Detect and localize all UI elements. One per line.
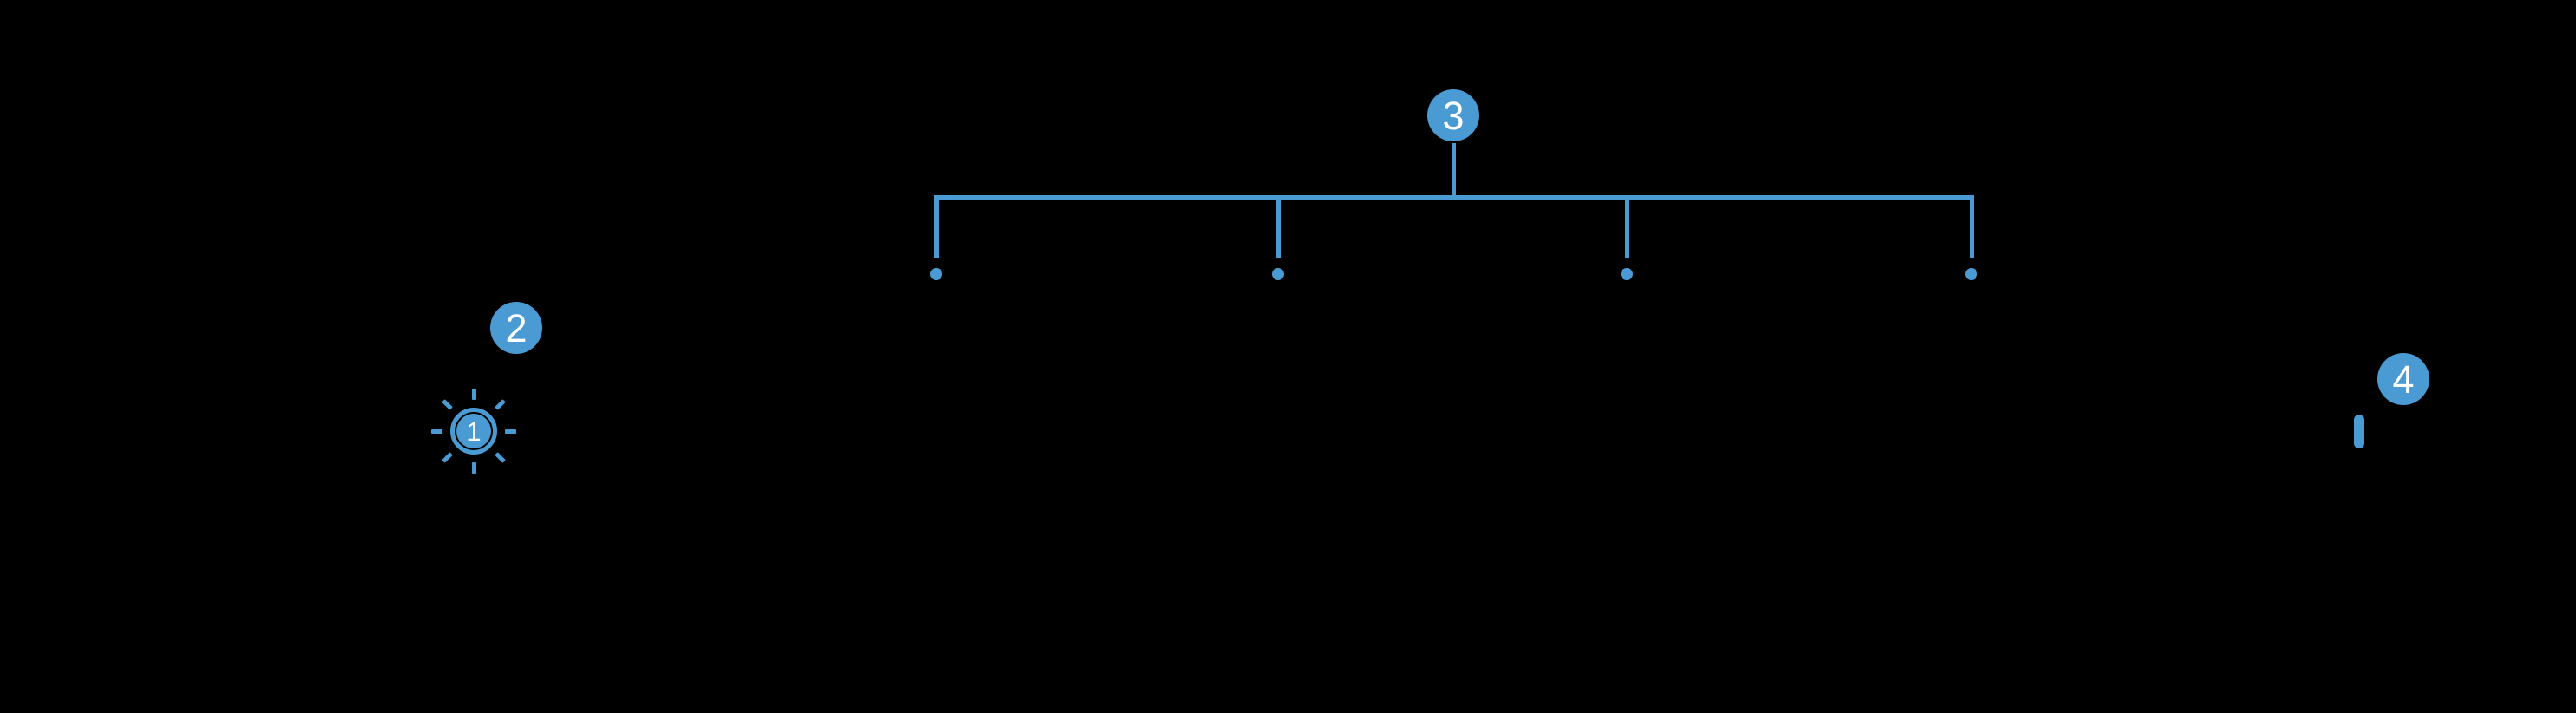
sun-ray-315 xyxy=(494,451,506,463)
bracket-endpoint-dot-2[interactable] xyxy=(1272,268,1284,280)
bracket-horizontal-bar xyxy=(934,194,1974,200)
bracket-arm-3 xyxy=(1624,197,1629,258)
bracket-endpoint-dot-1[interactable] xyxy=(930,268,942,280)
bracket-arm-1 xyxy=(934,197,939,258)
callout-badge-3[interactable]: 3 xyxy=(1427,89,1479,141)
vertical-pill-indicator[interactable] xyxy=(2354,415,2364,448)
bracket-stem xyxy=(1451,143,1456,197)
callout-badge-4-label: 4 xyxy=(2392,356,2415,402)
callout-badge-2-label: 2 xyxy=(505,305,528,350)
sun-ray-270 xyxy=(471,462,476,474)
sun-ray-225 xyxy=(442,451,454,463)
bracket-arm-2 xyxy=(1275,197,1281,258)
sun-ray-90 xyxy=(471,389,476,400)
sun-ray-135 xyxy=(442,399,454,411)
sun-core-disc: 1 xyxy=(456,414,491,448)
sun-outer-ring xyxy=(450,408,497,455)
sun-ray-45 xyxy=(494,399,506,411)
bracket-arm-4 xyxy=(1969,197,1974,258)
brightness-sun-icon[interactable]: 1 xyxy=(429,387,518,475)
callout-badge-2[interactable]: 2 xyxy=(490,302,542,354)
sun-ray-0 xyxy=(505,428,516,434)
bracket-endpoint-dot-3[interactable] xyxy=(1621,268,1633,280)
sun-ray-180 xyxy=(431,428,442,434)
callout-badge-4[interactable]: 4 xyxy=(2377,353,2429,405)
bracket-endpoint-dot-4[interactable] xyxy=(1965,268,1977,280)
callout-badge-3-label: 3 xyxy=(1442,93,1465,138)
callout-badge-1-label: 1 xyxy=(466,415,482,447)
